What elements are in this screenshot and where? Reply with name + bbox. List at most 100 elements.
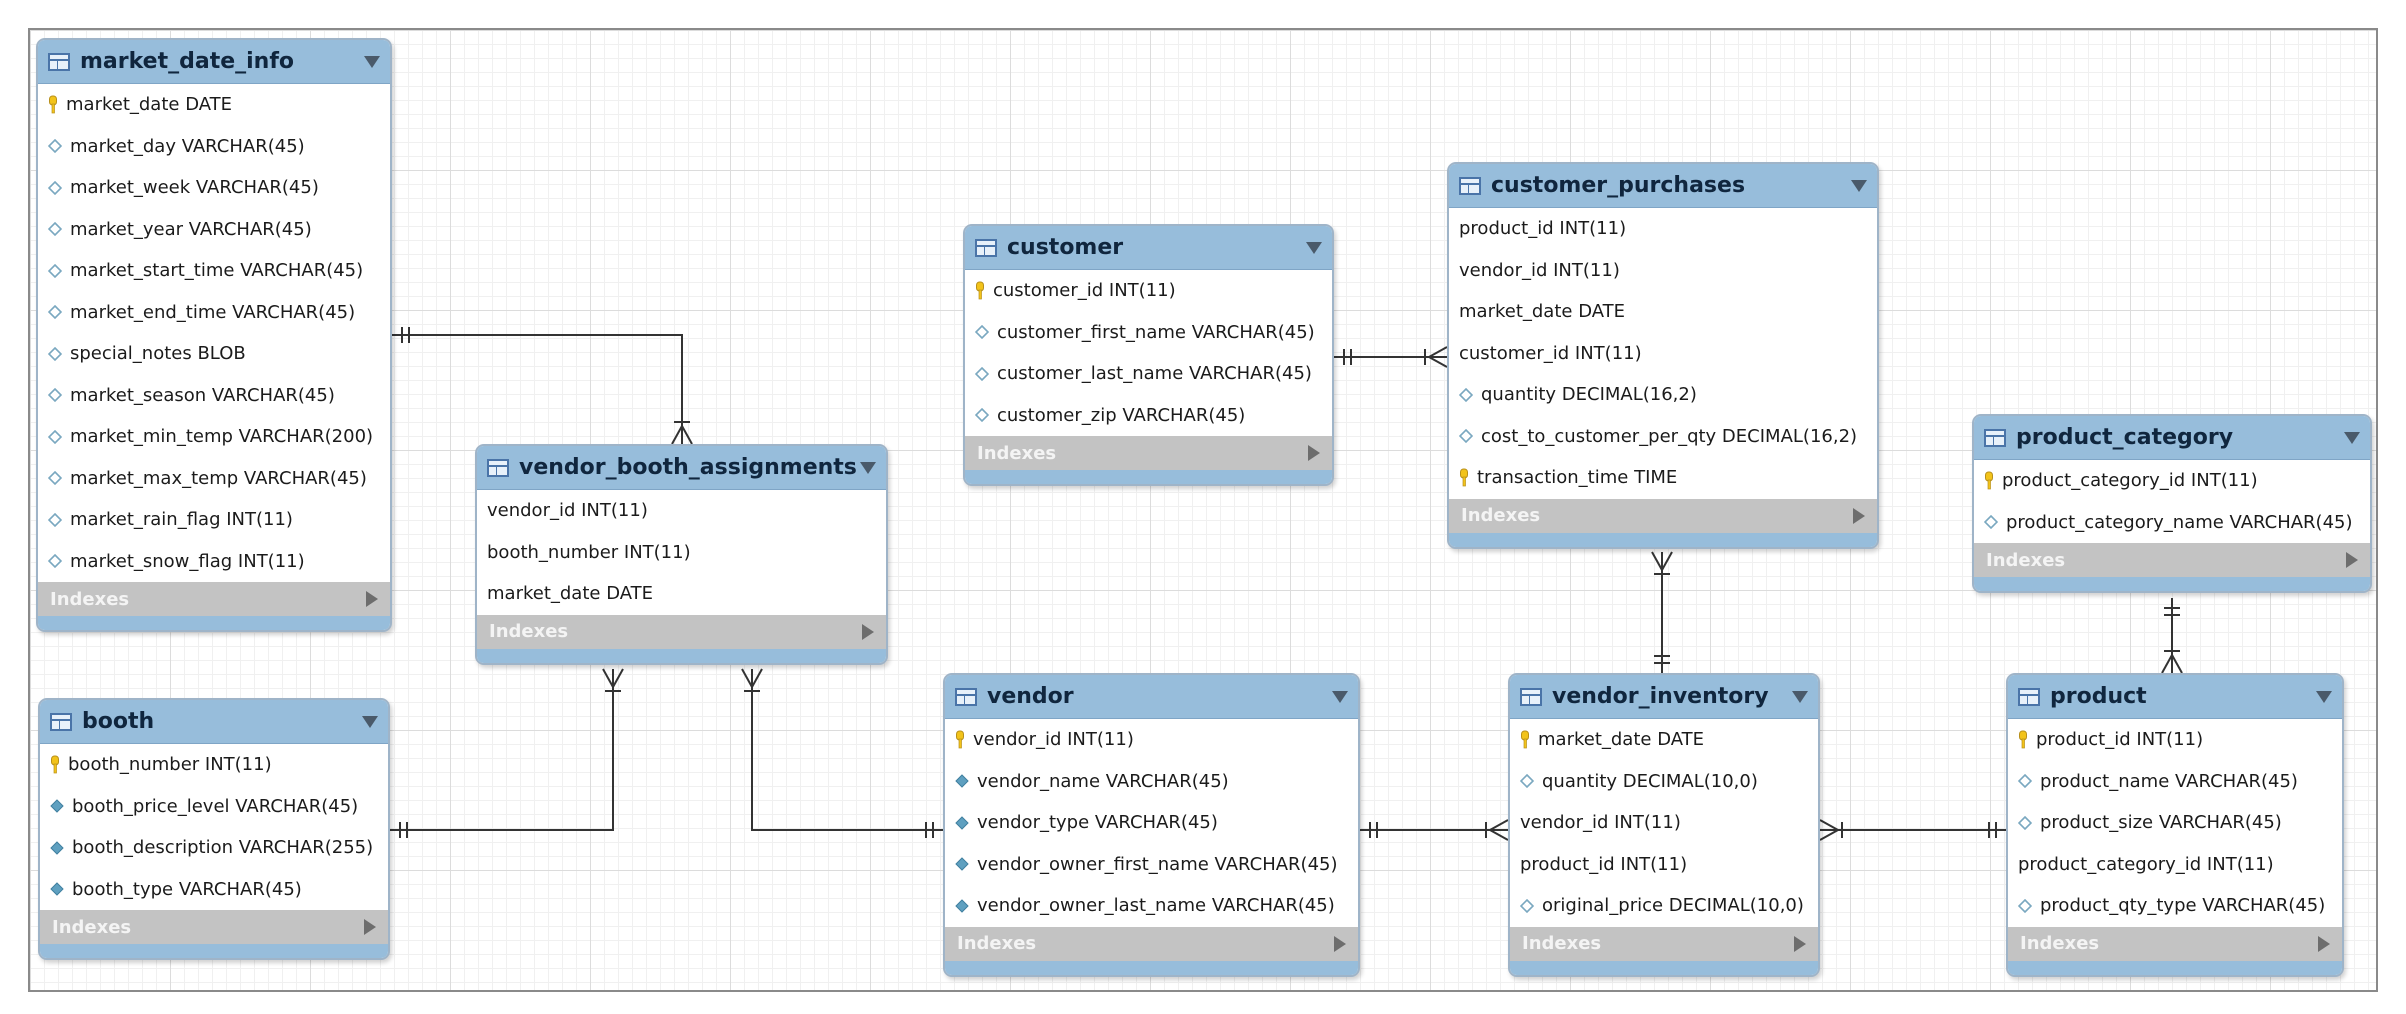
indexes-section[interactable]: Indexes	[965, 436, 1332, 470]
rel-market-date-to-vba	[392, 334, 683, 444]
column-label: vendor_owner_first_name VARCHAR(45)	[977, 853, 1338, 875]
column-row[interactable]: market_day VARCHAR(45)	[38, 126, 390, 168]
column-row[interactable]: vendor_owner_last_name VARCHAR(45)	[945, 885, 1358, 927]
nullable-column-icon	[48, 428, 62, 446]
column-row[interactable]: market_date DATE	[1510, 719, 1818, 761]
column-row[interactable]: product_category_id INT(11)	[1974, 460, 2370, 502]
indexes-section[interactable]: Indexes	[38, 582, 390, 616]
column-row[interactable]: vendor_id INT(11)	[1449, 250, 1877, 292]
column-row[interactable]: product_size VARCHAR(45)	[2008, 802, 2342, 844]
column-row[interactable]: vendor_name VARCHAR(45)	[945, 761, 1358, 803]
indexes-section[interactable]: Indexes	[1510, 926, 1818, 961]
column-row[interactable]: market_start_time VARCHAR(45)	[38, 250, 390, 292]
table-header[interactable]: vendor_inventory	[1510, 675, 1818, 719]
collapse-caret-icon[interactable]	[2316, 690, 2332, 703]
column-row[interactable]: booth_number INT(11)	[477, 532, 886, 574]
collapse-caret-icon[interactable]	[364, 55, 380, 68]
column-row[interactable]: product_category_id INT(11)	[2008, 844, 2342, 886]
expand-arrow-icon[interactable]	[366, 591, 378, 607]
column-row[interactable]: transaction_time TIME	[1449, 457, 1877, 499]
column-row[interactable]: customer_id INT(11)	[1449, 333, 1877, 375]
expand-arrow-icon[interactable]	[862, 623, 874, 640]
expand-arrow-icon[interactable]	[1308, 445, 1320, 461]
column-row[interactable]: market_snow_flag INT(11)	[38, 541, 390, 583]
column-row[interactable]: booth_price_level VARCHAR(45)	[40, 786, 388, 828]
table-header[interactable]: market_date_info	[38, 40, 390, 84]
expand-arrow-icon[interactable]	[364, 919, 376, 935]
collapse-caret-icon[interactable]	[1851, 179, 1867, 192]
nullable-column-icon	[1459, 427, 1473, 445]
column-row[interactable]: customer_first_name VARCHAR(45)	[965, 312, 1332, 354]
collapse-caret-icon[interactable]	[1306, 241, 1322, 254]
expand-arrow-icon[interactable]	[2346, 552, 2358, 568]
column-label: market_start_time VARCHAR(45)	[70, 260, 364, 282]
table-header[interactable]: product_category	[1974, 416, 2370, 460]
nullable-column-icon	[48, 179, 62, 197]
column-row[interactable]: vendor_id INT(11)	[945, 719, 1358, 761]
column-row[interactable]: market_date DATE	[38, 84, 390, 126]
indexes-section[interactable]: Indexes	[477, 614, 886, 649]
column-row[interactable]: quantity DECIMAL(10,0)	[1510, 761, 1818, 803]
column-row[interactable]: product_id INT(11)	[1510, 844, 1818, 886]
column-row[interactable]: market_week VARCHAR(45)	[38, 167, 390, 209]
collapse-caret-icon[interactable]	[1332, 690, 1348, 703]
collapse-caret-icon[interactable]	[2344, 431, 2360, 444]
indexes-section[interactable]: Indexes	[1974, 543, 2370, 577]
column-row[interactable]: cost_to_customer_per_qty DECIMAL(16,2)	[1449, 416, 1877, 458]
collapse-caret-icon[interactable]	[1792, 690, 1808, 703]
column-row[interactable]: booth_description VARCHAR(255)	[40, 827, 388, 869]
column-row[interactable]: vendor_id INT(11)	[477, 490, 886, 532]
expand-arrow-icon[interactable]	[1334, 935, 1346, 952]
indexes-section[interactable]: Indexes	[945, 926, 1358, 961]
collapse-caret-icon[interactable]	[362, 715, 378, 728]
column-row[interactable]: product_id INT(11)	[2008, 719, 2342, 761]
column-row[interactable]: product_id INT(11)	[1449, 208, 1877, 250]
table-header[interactable]: customer	[965, 226, 1332, 270]
column-row[interactable]: booth_type VARCHAR(45)	[40, 869, 388, 911]
column-row[interactable]: customer_last_name VARCHAR(45)	[965, 353, 1332, 395]
column-label: market_week VARCHAR(45)	[70, 177, 319, 199]
column-row[interactable]: original_price DECIMAL(10,0)	[1510, 885, 1818, 927]
column-row[interactable]: product_name VARCHAR(45)	[2008, 761, 2342, 803]
column-label: booth_type VARCHAR(45)	[72, 878, 302, 900]
column-row[interactable]: market_max_temp VARCHAR(45)	[38, 458, 390, 500]
column-row[interactable]: market_min_temp VARCHAR(200)	[38, 416, 390, 458]
column-row[interactable]: special_notes BLOB	[38, 333, 390, 375]
column-row[interactable]: booth_number INT(11)	[40, 744, 388, 786]
expand-arrow-icon[interactable]	[1853, 507, 1865, 524]
indexes-section[interactable]: Indexes	[40, 910, 388, 944]
column-row[interactable]: product_qty_type VARCHAR(45)	[2008, 885, 2342, 927]
column-row[interactable]: quantity DECIMAL(16,2)	[1449, 374, 1877, 416]
column-row[interactable]: market_rain_flag INT(11)	[38, 499, 390, 541]
column-row[interactable]: vendor_type VARCHAR(45)	[945, 802, 1358, 844]
column-row[interactable]: market_date DATE	[477, 573, 886, 615]
column-row[interactable]: product_category_name VARCHAR(45)	[1974, 502, 2370, 544]
indexes-section[interactable]: Indexes	[2008, 926, 2342, 961]
expand-arrow-icon[interactable]	[2318, 935, 2330, 952]
indexes-section[interactable]: Indexes	[1449, 498, 1877, 533]
column-row[interactable]: vendor_id INT(11)	[1510, 802, 1818, 844]
column-row[interactable]: vendor_owner_first_name VARCHAR(45)	[945, 844, 1358, 886]
table-header[interactable]: vendor_booth_assignments	[477, 446, 886, 490]
table-header[interactable]: vendor	[945, 675, 1358, 719]
table-header[interactable]: customer_purchases	[1449, 164, 1877, 208]
column-row[interactable]: market_year VARCHAR(45)	[38, 209, 390, 251]
column-row[interactable]: customer_zip VARCHAR(45)	[965, 395, 1332, 437]
column-row[interactable]: market_date DATE	[1449, 291, 1877, 333]
column-row[interactable]: market_end_time VARCHAR(45)	[38, 292, 390, 334]
table-header[interactable]: product	[2008, 675, 2342, 719]
column-row[interactable]: customer_id INT(11)	[965, 270, 1332, 312]
collapse-caret-icon[interactable]	[860, 461, 876, 474]
column-row[interactable]: market_season VARCHAR(45)	[38, 375, 390, 417]
expand-arrow-icon[interactable]	[1794, 935, 1806, 952]
table-header[interactable]: booth	[40, 700, 388, 744]
